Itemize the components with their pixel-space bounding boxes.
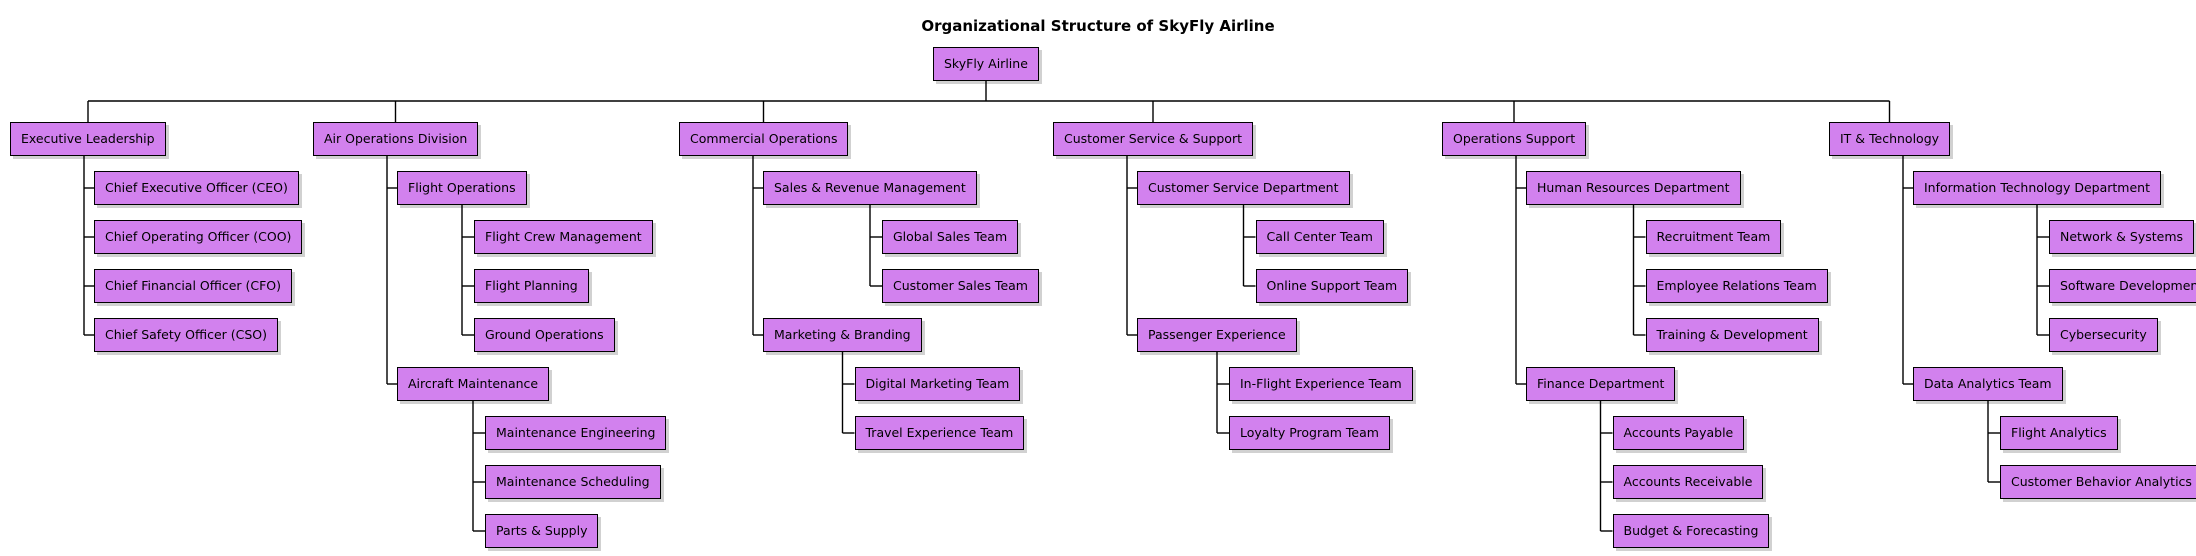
org-node-cybersecurity: Cybersecurity (2049, 318, 2158, 352)
org-node-chief-executive-officer-ceo: Chief Executive Officer (CEO) (94, 171, 299, 205)
org-node-marketing-and-branding: Marketing & Branding (763, 318, 922, 352)
org-node-accounts-receivable: Accounts Receivable (1612, 465, 1764, 499)
org-node-air-operations-division: Air Operations Division (313, 122, 479, 156)
org-node-flight-planning: Flight Planning (474, 269, 589, 303)
org-node-finance-department: Finance Department (1526, 367, 1676, 401)
org-node-executive-leadership: Executive Leadership (10, 122, 166, 156)
org-node-customer-service-department: Customer Service Department (1137, 171, 1350, 205)
org-node-call-center-team: Call Center Team (1255, 220, 1384, 254)
org-node-accounts-payable: Accounts Payable (1612, 416, 1745, 450)
org-node-in-flight-experience-team: In-Flight Experience Team (1229, 367, 1413, 401)
org-node-global-sales-team: Global Sales Team (882, 220, 1019, 254)
org-node-data-analytics-team: Data Analytics Team (1913, 367, 2063, 401)
org-node-online-support-team: Online Support Team (1255, 269, 1409, 303)
org-node-budget-and-forecasting: Budget & Forecasting (1612, 514, 1770, 548)
org-node-maintenance-scheduling: Maintenance Scheduling (485, 465, 661, 499)
org-node-customer-service-and-support: Customer Service & Support (1053, 122, 1253, 156)
org-node-operations-support: Operations Support (1442, 122, 1587, 156)
org-node-aircraft-maintenance: Aircraft Maintenance (397, 367, 550, 401)
org-node-parts-and-supply: Parts & Supply (485, 514, 599, 548)
org-node-employee-relations-team: Employee Relations Team (1645, 269, 1828, 303)
org-node-customer-sales-team: Customer Sales Team (882, 269, 1039, 303)
org-node-travel-experience-team: Travel Experience Team (854, 416, 1025, 450)
org-node-training-and-development: Training & Development (1645, 318, 1819, 352)
org-node-maintenance-engineering: Maintenance Engineering (485, 416, 667, 450)
org-node-chief-financial-officer-cfo: Chief Financial Officer (CFO) (94, 269, 293, 303)
org-node-commercial-operations: Commercial Operations (679, 122, 849, 156)
org-node-information-technology-department: Information Technology Department (1913, 171, 2161, 205)
org-node-sales-and-revenue-management: Sales & Revenue Management (763, 171, 977, 205)
chart-title: Organizational Structure of SkyFly Airli… (921, 17, 1275, 35)
org-node-customer-behavior-analytics: Customer Behavior Analytics (2000, 465, 2196, 499)
org-node-flight-analytics: Flight Analytics (2000, 416, 2118, 450)
org-node-passenger-experience: Passenger Experience (1137, 318, 1297, 352)
org-node-it-and-technology: IT & Technology (1829, 122, 1951, 156)
org-node-chief-operating-officer-coo: Chief Operating Officer (COO) (94, 220, 303, 254)
org-node-human-resources-department: Human Resources Department (1526, 171, 1741, 205)
org-node-flight-operations: Flight Operations (397, 171, 527, 205)
org-node-digital-marketing-team: Digital Marketing Team (854, 367, 1021, 401)
org-node-root: SkyFly Airline (933, 47, 1039, 81)
org-node-recruitment-team: Recruitment Team (1645, 220, 1782, 254)
org-node-chief-safety-officer-cso: Chief Safety Officer (CSO) (94, 318, 278, 352)
org-node-ground-operations: Ground Operations (474, 318, 615, 352)
org-node-software-development: Software Development (2049, 269, 2196, 303)
org-node-flight-crew-management: Flight Crew Management (474, 220, 653, 254)
org-node-network-and-systems: Network & Systems (2049, 220, 2195, 254)
org-node-loyalty-program-team: Loyalty Program Team (1229, 416, 1390, 450)
